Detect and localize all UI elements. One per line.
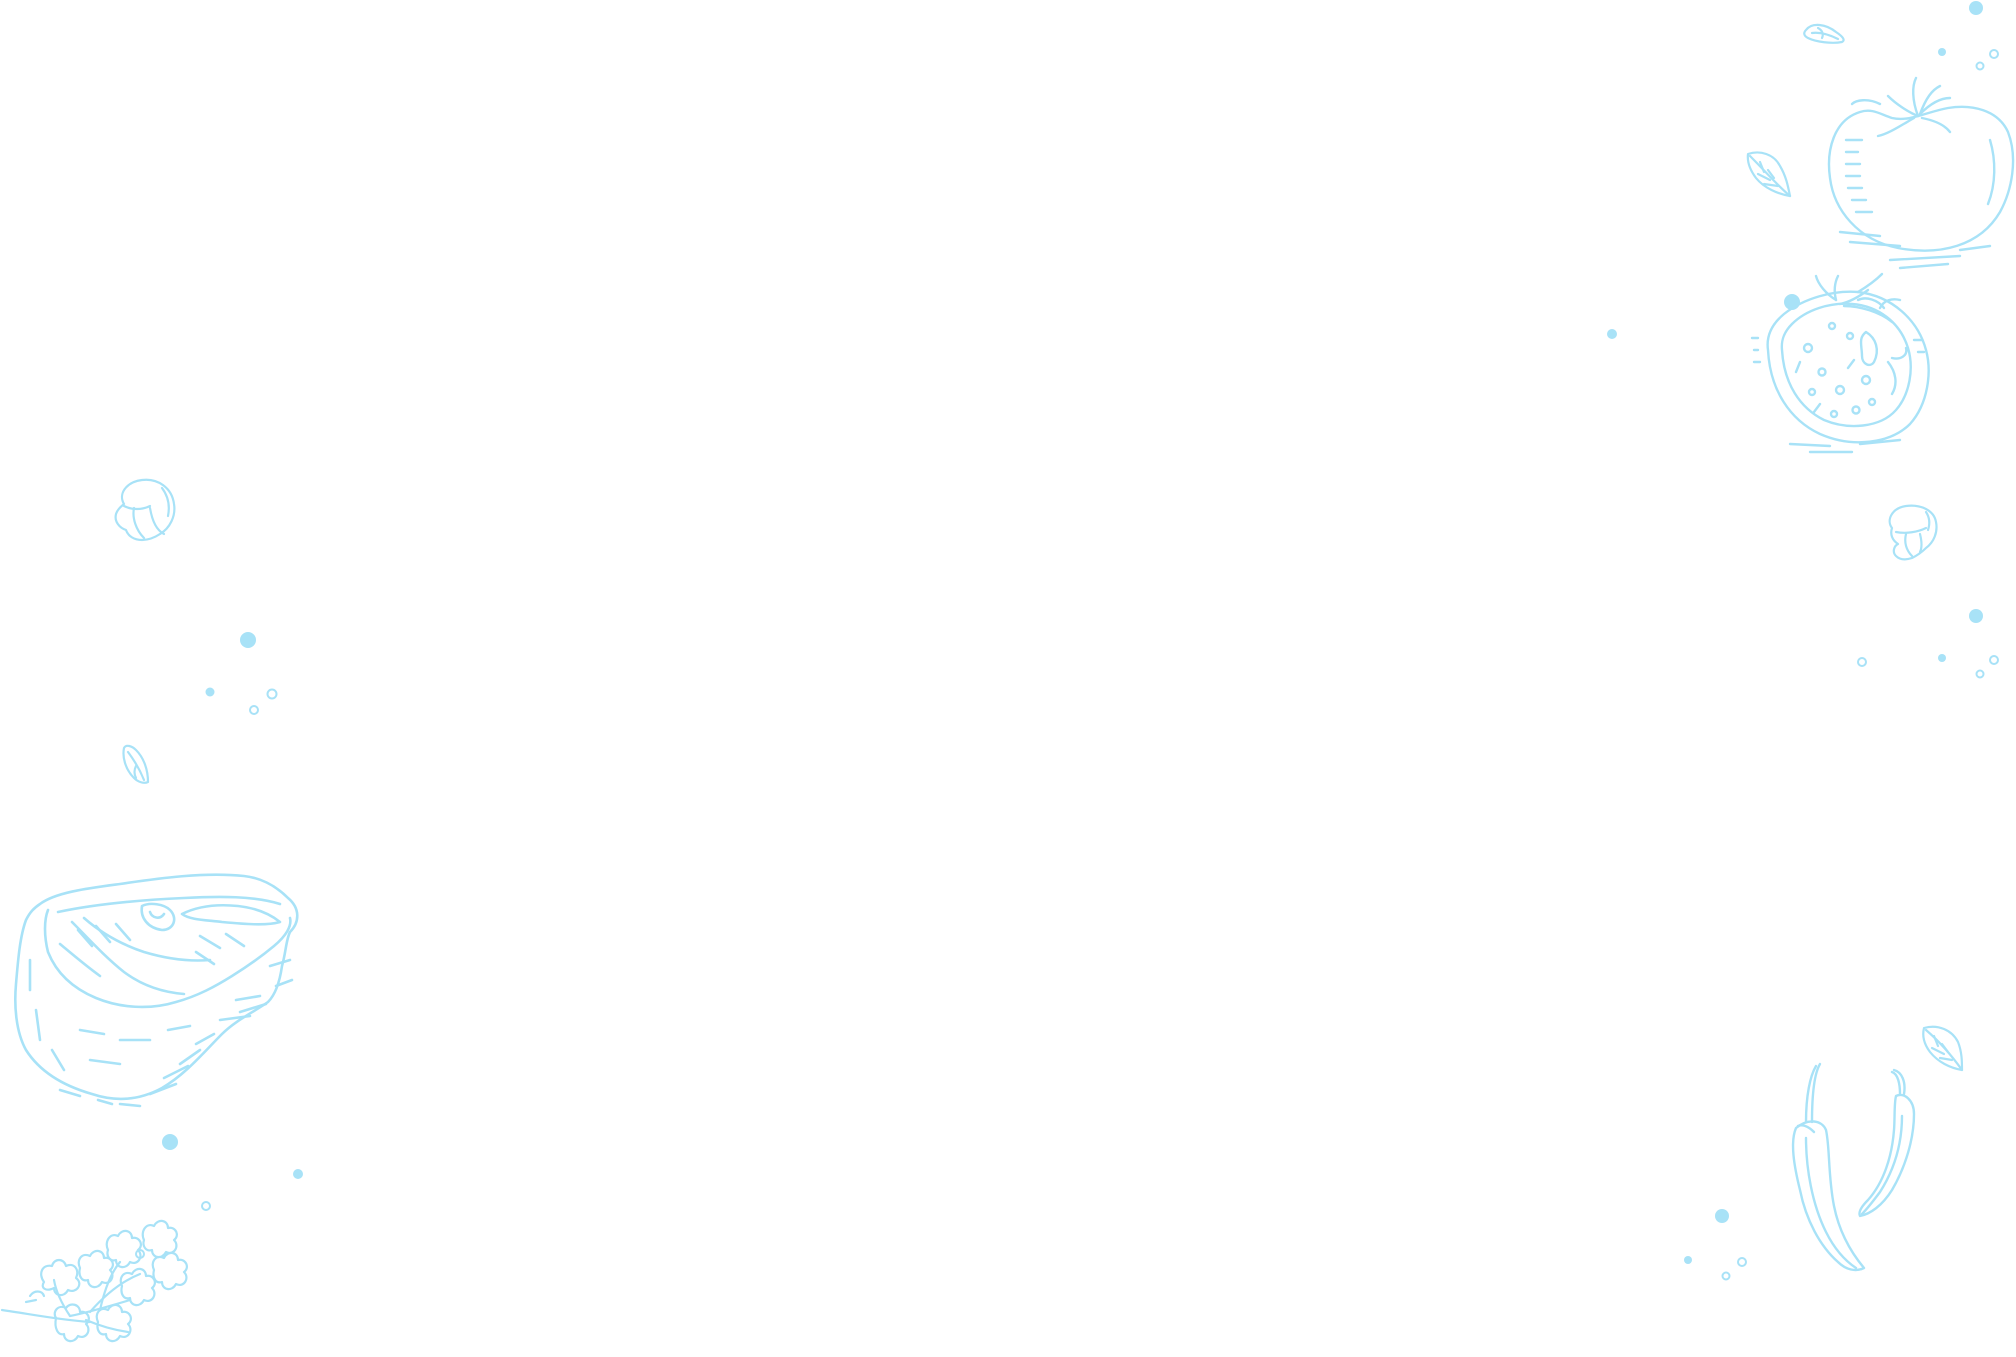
chili-pepper-icon	[1793, 1064, 1914, 1270]
parsley-sprig-icon	[2, 1221, 187, 1341]
peppercorn-dots-icon	[136, 1, 1998, 1280]
tomato-half-icon	[1752, 274, 1929, 452]
basil-leaf-icon	[1923, 1027, 1962, 1070]
garlic-clove-icon	[1804, 25, 1843, 43]
basil-leaf-icon	[1748, 153, 1790, 197]
garlic-clove-icon	[123, 746, 148, 783]
mushroom-icon	[116, 480, 175, 540]
steak-icon	[15, 875, 297, 1106]
tomato-whole-icon	[1829, 78, 2013, 268]
mushroom-icon	[1890, 506, 1937, 560]
